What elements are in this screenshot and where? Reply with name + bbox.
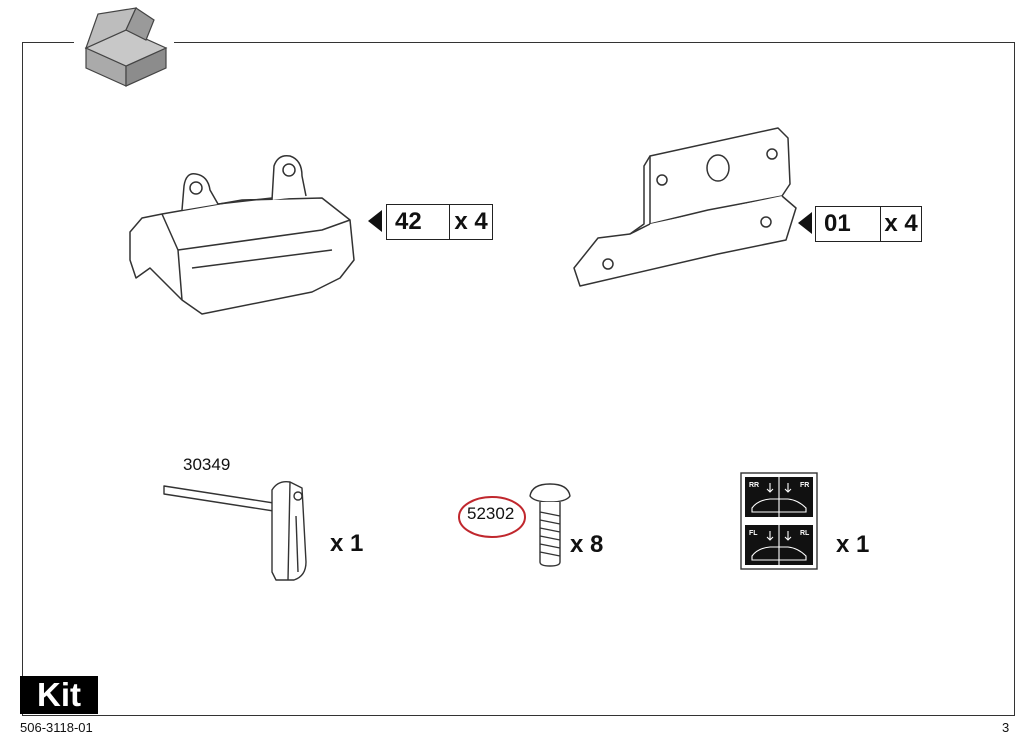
screw-part-number: 52302 bbox=[467, 504, 515, 523]
sticker-label-rl: RL bbox=[800, 530, 810, 537]
screw-drawing bbox=[529, 483, 571, 567]
foot-pack-qty: x 4 bbox=[454, 208, 488, 235]
foot-pack-label: 42 x 4 bbox=[386, 204, 493, 240]
sticker-label-fl: FL bbox=[749, 530, 758, 537]
pointer-arrow-foot bbox=[368, 210, 382, 232]
highlight-circle bbox=[458, 496, 526, 538]
sticker-label-fr: FR bbox=[800, 482, 809, 489]
bracket-code: 01 bbox=[816, 207, 881, 241]
hex-key-drawing bbox=[163, 480, 307, 581]
stickers-qty: x 1 bbox=[836, 531, 870, 558]
page-frame bbox=[22, 42, 1015, 716]
screw-qty: x 8 bbox=[570, 531, 604, 558]
document-number: 506-3118-01 bbox=[20, 720, 93, 735]
position-stickers-drawing: RR FR FL RL bbox=[740, 472, 818, 570]
foot-pack-drawing bbox=[129, 154, 355, 315]
bracket-drawing bbox=[573, 127, 797, 287]
bracket-label: 01 x 4 bbox=[815, 206, 922, 242]
page-number: 3 bbox=[1002, 720, 1010, 735]
tool-part-number: 30349 bbox=[183, 455, 231, 474]
kit-section-label: Kit bbox=[20, 676, 98, 714]
pointer-arrow-bracket bbox=[798, 212, 812, 234]
tool-qty: x 1 bbox=[330, 530, 364, 557]
sticker-label-rr: RR bbox=[749, 482, 759, 489]
box-icon bbox=[74, 4, 174, 88]
foot-pack-code: 42 bbox=[387, 205, 450, 239]
bracket-qty: x 4 bbox=[884, 210, 918, 237]
